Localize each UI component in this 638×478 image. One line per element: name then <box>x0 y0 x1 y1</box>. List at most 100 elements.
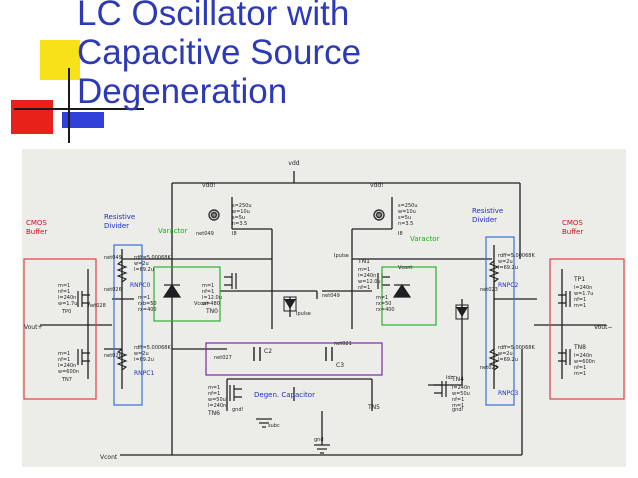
decor-horizontal-line <box>14 108 144 110</box>
slide-title-line-1: LC Oscillator with <box>77 0 350 33</box>
label-tn8-params: l=240n <box>574 353 592 359</box>
svg-text:rxb=50: rxb=50 <box>138 301 157 307</box>
label-resistive-divider-left-2: Divider <box>104 222 129 230</box>
idc-source <box>456 307 468 317</box>
pin-ipulse-center: Ipulse <box>296 311 311 317</box>
schematic-background <box>22 149 626 467</box>
transistor-tn4 <box>434 381 447 397</box>
svg-text:l=69.2u: l=69.2u <box>134 357 154 363</box>
svg-text:n=3.5: n=3.5 <box>398 221 413 227</box>
resistor-rnpc3 <box>488 348 500 371</box>
svg-text:nf=1: nf=1 <box>208 391 220 397</box>
svg-text:w=12.0u: w=12.0u <box>358 279 381 285</box>
transistor-tn8 <box>558 349 571 365</box>
label-rnpc3-params: rdff=5.00068K <box>498 345 535 351</box>
ground-symbols <box>256 418 330 454</box>
label-vdd-top: vdd <box>288 160 299 167</box>
label-tp0-name: TP0 <box>61 309 71 315</box>
label-tn1-params: m=1 <box>358 267 370 273</box>
svg-text:l=240n: l=240n <box>58 295 76 301</box>
svg-text:w=2u: w=2u <box>134 351 149 357</box>
decor-red-square <box>11 100 53 134</box>
label-c3: C3 <box>336 362 344 369</box>
label-varactor-right: Varactor <box>410 235 440 243</box>
svg-text:nf=1: nf=1 <box>358 285 370 291</box>
svg-text:l=240n: l=240n <box>358 273 376 279</box>
resistor-rnpc2 <box>488 260 500 283</box>
label-i8-params: s=250u <box>232 203 252 209</box>
label-cmos-buffer-left-2: Buffer <box>26 228 47 236</box>
slide-title: LC Oscillator with Capacitive Source Deg… <box>77 0 517 111</box>
label-tp0-params: m=1 <box>58 283 70 289</box>
svg-text:rx=400: rx=400 <box>138 307 157 313</box>
degen-capacitor-box <box>205 342 383 376</box>
label-rnpc2-params: rdff=5.00068K <box>498 253 535 259</box>
svg-text:s=5u: s=5u <box>232 215 245 221</box>
resistor-rnpc1 <box>116 348 128 371</box>
pin-gnd: gnd <box>314 437 324 443</box>
label-resistive-divider-right-1: Resistive <box>472 207 503 215</box>
label-rnpc0-params: rdff=5.00068K <box>134 255 171 261</box>
label-tn8-name: TN8 <box>573 344 586 351</box>
label-rnpc2-name: RNPC2 <box>498 282 518 289</box>
label-tn0-params: m=1 <box>202 283 214 289</box>
label-i8-name: I8 <box>232 231 237 237</box>
pin-subc: subc <box>268 423 280 429</box>
svg-text:w=1.7u: w=1.7u <box>574 291 593 297</box>
pin-vcont: Vcont <box>100 454 118 461</box>
label-cmos-buffer-right-1: CMOS <box>562 219 583 227</box>
svg-text:nf=1: nf=1 <box>574 365 586 371</box>
label-varactor-left: Varactor <box>158 227 188 235</box>
resistive-divider-left-box <box>113 244 143 406</box>
label-var-right-params: m=1 <box>376 295 388 301</box>
label-net023-top: net023 <box>480 287 498 293</box>
label-cmos-buffer-left-1: CMOS <box>26 219 47 227</box>
transistor-tn0 <box>224 273 237 289</box>
transistor-tn7 <box>77 349 90 365</box>
svg-text:n=3.5: n=3.5 <box>232 221 247 227</box>
label-rnpc1-name: RNPC1 <box>134 370 154 377</box>
label-net027: net027 <box>214 355 232 361</box>
label-gnd-bang-left: gnd! <box>232 407 244 413</box>
svg-text:nf=1: nf=1 <box>202 289 214 295</box>
svg-text:rx=50: rx=50 <box>376 301 391 307</box>
svg-text:w=600n: w=600n <box>58 369 79 375</box>
svg-text:l=69.2u: l=69.2u <box>134 267 154 273</box>
cmos-buffer-right-box <box>549 258 625 400</box>
label-vdd-left: vdd! <box>202 182 216 189</box>
transistor-tp0 <box>77 291 90 307</box>
svg-text:l=240n: l=240n <box>58 363 76 369</box>
label-degen-capacitor: Degen. Capacitor <box>254 391 315 399</box>
svg-text:m=1: m=1 <box>574 303 586 309</box>
label-tn7-name: TN7 <box>61 377 72 383</box>
pin-idc: Idc <box>446 375 454 381</box>
label-i9-params: s=250u <box>398 203 418 209</box>
label-tn5-name: TN5 <box>367 404 380 411</box>
svg-text:nf=1: nf=1 <box>58 357 70 363</box>
resistor-rnpc0 <box>116 260 128 283</box>
label-net026-top: net026 <box>104 287 122 293</box>
decor-yellow-square <box>40 40 80 80</box>
label-tp1-name: TP1 <box>573 276 585 283</box>
schematic-labels: vdd vdd! vdd! CMOS Buffer CMOS Buffer Re… <box>24 160 613 461</box>
label-net026-bot: net026 <box>104 353 122 359</box>
svg-text:nf=1: nf=1 <box>58 289 70 295</box>
label-gnd-bang-right: gnd! <box>452 407 464 413</box>
label-tn6-name: TN6 <box>207 410 220 417</box>
svg-text:w=50u: w=50u <box>208 397 226 403</box>
resistors <box>116 260 500 371</box>
label-net023-bot: net023 <box>480 365 498 371</box>
pin-vout-minus: Vout− <box>594 324 613 331</box>
svg-text:s=5u: s=5u <box>398 215 411 221</box>
varactor-diode-left <box>162 283 182 298</box>
label-tn6-params: m=1 <box>208 385 220 391</box>
decor-blue-bar <box>62 112 104 128</box>
label-var-left-params: m=1 <box>138 295 150 301</box>
pin-vcont-right: Vcont <box>398 265 412 271</box>
svg-text:l=240n: l=240n <box>208 403 226 409</box>
decor-vertical-line <box>68 68 70 143</box>
pin-vcont-left: Vcont <box>194 301 208 307</box>
transistor-tp1 <box>558 291 571 307</box>
label-resistive-divider-right-2: Divider <box>472 216 497 224</box>
label-tn1-name: TN1 <box>357 258 370 265</box>
